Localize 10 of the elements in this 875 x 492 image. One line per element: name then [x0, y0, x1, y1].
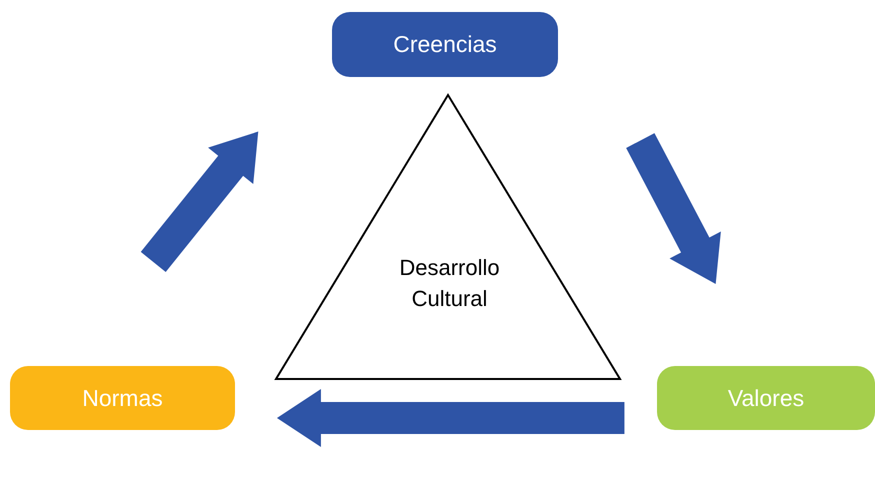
rounded-box	[10, 366, 235, 430]
box-label: Valores	[728, 384, 804, 412]
box-label: Normas	[82, 384, 163, 412]
block-arrow	[276, 389, 624, 447]
box-label: Creencias	[393, 31, 497, 58]
rounded-box	[332, 12, 558, 77]
block-arrow	[626, 133, 721, 284]
triangle-label: Desarrollo Cultural	[398, 254, 501, 313]
rounded-box	[657, 366, 875, 430]
block-arrow	[140, 132, 258, 272]
